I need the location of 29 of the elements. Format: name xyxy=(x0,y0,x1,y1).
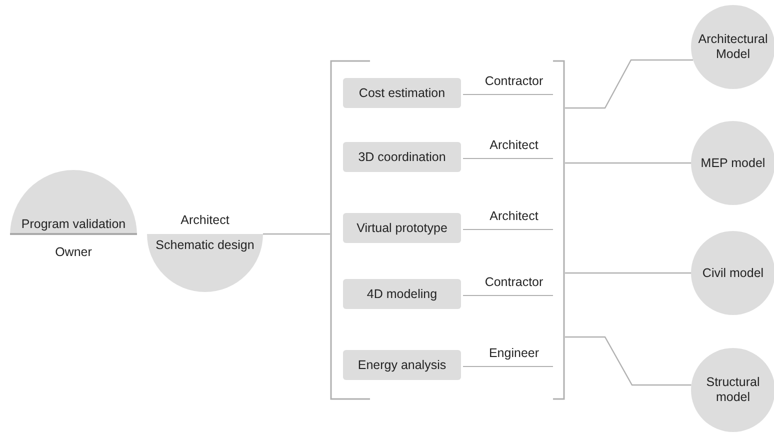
node-label: Civil model xyxy=(702,266,764,280)
node-label: Energy analysis xyxy=(358,358,446,372)
role-label: Architect xyxy=(463,208,553,230)
node-caption: Architect xyxy=(180,212,230,229)
process-box xyxy=(343,142,461,172)
connector-line xyxy=(565,272,691,274)
node-label: Program validation xyxy=(21,217,126,232)
bracket xyxy=(330,60,565,400)
node-label: Cost estimation xyxy=(358,86,446,100)
node-caption: Owner xyxy=(54,244,93,261)
node-label: 3D coordination xyxy=(358,150,446,164)
connector-line xyxy=(565,59,694,109)
process-box xyxy=(343,78,461,108)
role-label: Contractor xyxy=(463,274,553,296)
process-box xyxy=(343,279,461,309)
process-box xyxy=(343,213,461,243)
node-label: Virtual prototype xyxy=(356,220,448,236)
node-label: 4D modeling xyxy=(366,286,438,302)
role-label: Engineer xyxy=(463,345,553,367)
role-label: Contractor xyxy=(463,73,553,95)
node-label: Schematic design xyxy=(156,238,254,252)
role-label: Architect xyxy=(463,137,553,159)
node-label: MEP model xyxy=(700,156,766,170)
process-box xyxy=(343,350,461,380)
node-label: Architectural Model xyxy=(697,32,769,62)
connector-line xyxy=(263,233,330,235)
node-label: Structural model xyxy=(705,375,761,405)
connector-line xyxy=(565,336,692,386)
connector-line xyxy=(565,162,691,164)
